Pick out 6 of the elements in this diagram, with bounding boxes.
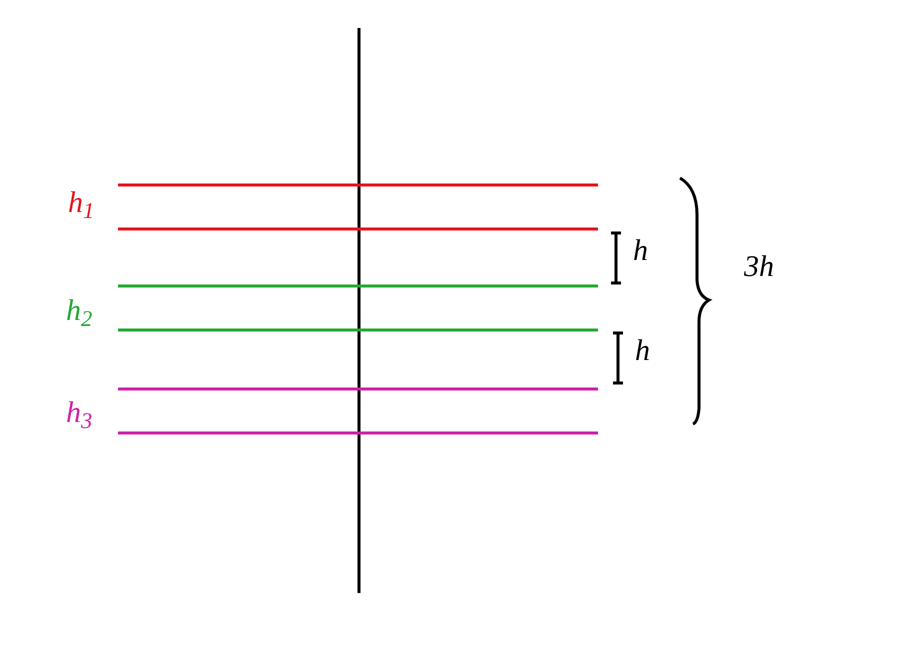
dimension-label: h bbox=[633, 236, 648, 266]
dimension-label: h bbox=[635, 336, 650, 366]
dimension-label: h$_{3}$ bbox=[66, 398, 92, 428]
dimension-label: h$_{2}$ bbox=[66, 296, 92, 326]
dimension-label: 3h bbox=[744, 252, 774, 282]
dimension-label: h$_{1}$ bbox=[68, 188, 94, 218]
